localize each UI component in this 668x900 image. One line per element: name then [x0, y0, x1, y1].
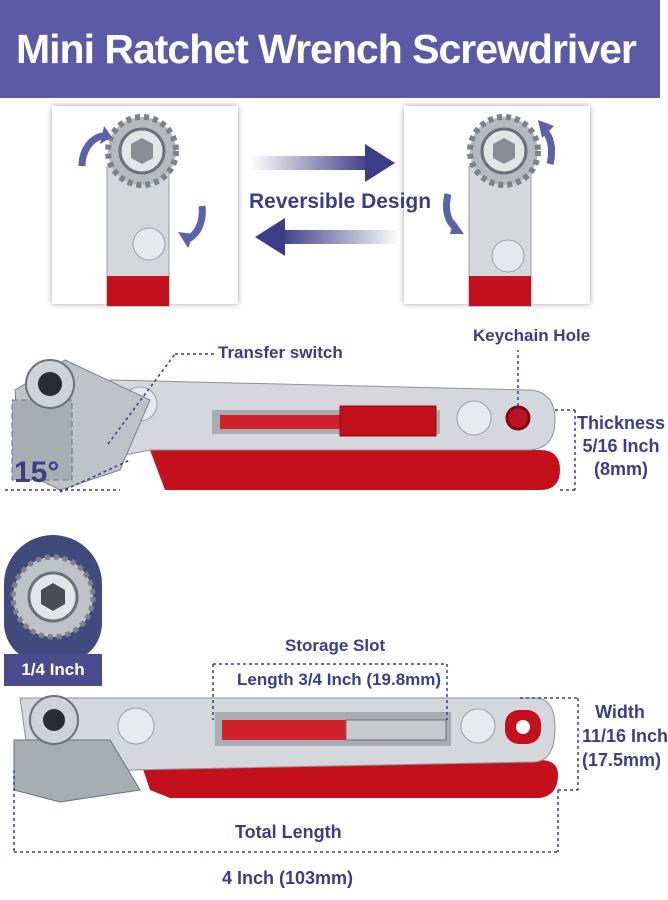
thickness-callout: Thickness 5/16 Inch (8mm): [577, 412, 665, 481]
ratchet-closeup-right-image: [442, 114, 556, 307]
thickness-title: Thickness: [577, 413, 666, 433]
angle-label: 15°: [14, 456, 60, 489]
thickness-inch: 5/16 Inch: [582, 436, 660, 456]
reversible-design-label: Reversible Design: [249, 190, 432, 213]
width-callout: Width 11/16 Inch (17.5mm): [582, 700, 668, 772]
storage-slot-length: Length 3/4 Inch (19.8mm): [237, 670, 442, 689]
page-title: Mini Ratchet Wrench Screwdriver: [16, 26, 637, 72]
hex-size-badge: 1/4 Inch Hex: [4, 654, 102, 711]
width-mm: (17.5mm): [582, 750, 662, 770]
total-length-title: Total Length: [235, 822, 342, 842]
ratchet-panel-left: [52, 106, 238, 307]
transfer-switch-label: Transfer switch: [218, 343, 343, 362]
thickness-mm: (8mm): [594, 459, 649, 479]
keychain-hole-label: Keychain Hole: [473, 326, 591, 345]
storage-slot-title: Storage Slot: [285, 636, 386, 655]
hex-zoom-inset: [4, 535, 102, 663]
width-inch: 11/16 Inch: [582, 726, 668, 746]
wrench-top-view-image: [13, 663, 579, 853]
total-length-value: 4 Inch (103mm): [222, 868, 354, 888]
wrench-side-view-image: [5, 350, 576, 493]
hex-socket-image: [10, 554, 96, 640]
title-banner: Mini Ratchet Wrench Screwdriver: [0, 0, 660, 98]
ratchet-panel-right: [404, 106, 590, 307]
ratchet-closeup-left-image: [78, 114, 206, 307]
reversible-arrows-icon: [250, 144, 400, 256]
width-title: Width: [595, 702, 645, 722]
